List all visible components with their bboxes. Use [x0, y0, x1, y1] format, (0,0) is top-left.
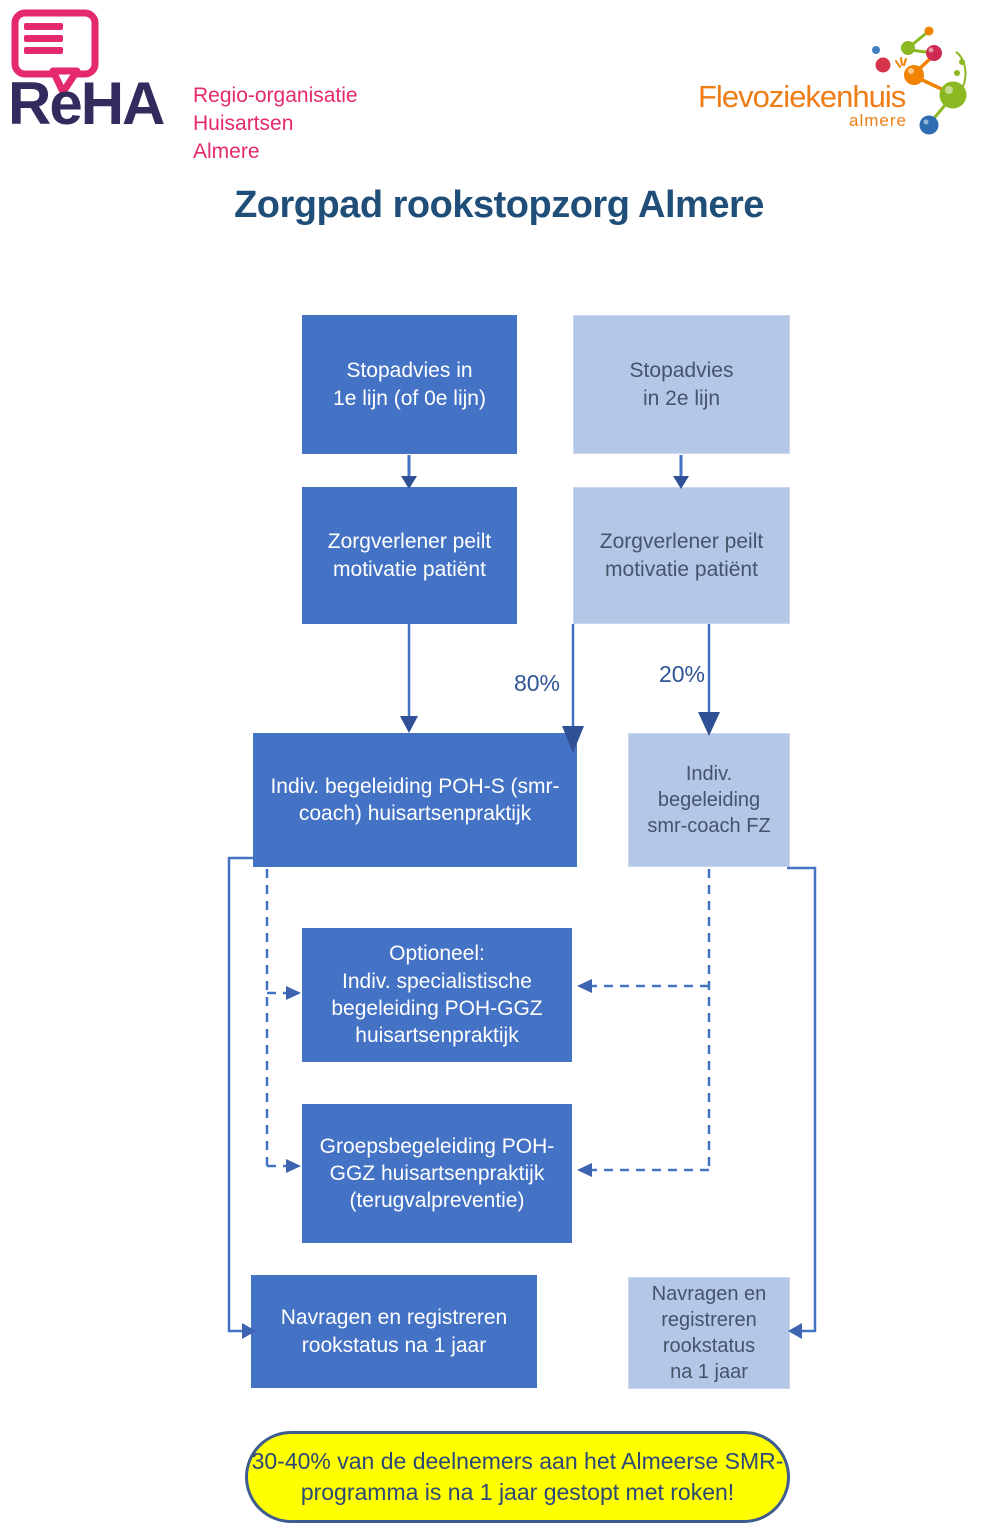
arrow-zorgverlener1-down [400, 624, 418, 733]
connector-left-dashed [265, 869, 301, 1173]
label-20-percent: 20% [658, 661, 705, 687]
box-navragen-rookstatus-1: Navragen en registreren rookstatus na 1 … [251, 1275, 537, 1388]
reha-wordmark: ReHA [8, 70, 165, 137]
box-stopadvies-1e-lijn: Stopadvies in 1e lijn (of 0e lijn) [302, 315, 517, 454]
box-indiv-begeleiding-smr-coach-fz: Indiv. begeleiding smr-coach FZ [628, 733, 790, 867]
box-zorgverlener-peilt-1: Zorgverlener peilt motivatie patiënt [302, 487, 517, 624]
page-title: Zorgpad rookstopzorg Almere [234, 184, 764, 226]
box-navragen-rookstatus-2: Navragen en registreren rookstatus na 1 … [628, 1277, 790, 1389]
label-80-percent: 80% [513, 670, 560, 696]
arrow-stopadvies2-down [673, 455, 689, 489]
flevoziekenhuis-subtext: almere [849, 111, 907, 130]
box-optioneel-poh-ggz: Optioneel: Indiv. specialistische begele… [302, 928, 572, 1062]
box-indiv-begeleiding-poh-s: Indiv. begeleiding POH-S (smr- coach) hu… [253, 733, 577, 867]
box-stopadvies-2e-lijn: Stopadvies in 2e lijn [573, 315, 790, 454]
arrow-stopadvies1-down [401, 455, 417, 489]
speech-bubble-icon [11, 9, 99, 96]
connector-right-dashed [577, 869, 711, 1177]
flevoziekenhuis-wordmark: Flevoziekenhuis [698, 79, 906, 114]
molecule-icon [872, 26, 967, 135]
result-callout: 30-40% van de deelnemers aan het Almeers… [245, 1431, 790, 1523]
box-zorgverlener-peilt-2: Zorgverlener peilt motivatie patiënt [573, 487, 790, 624]
connector-left-loop [227, 856, 256, 1339]
connector-right-loop [787, 866, 817, 1339]
reha-tagline: Regio-organisatie Huisartsen Almere [193, 84, 358, 163]
box-groepsbegeleiding-poh-ggz: Groepsbegeleiding POH- GGZ huisartsenpra… [302, 1104, 572, 1243]
